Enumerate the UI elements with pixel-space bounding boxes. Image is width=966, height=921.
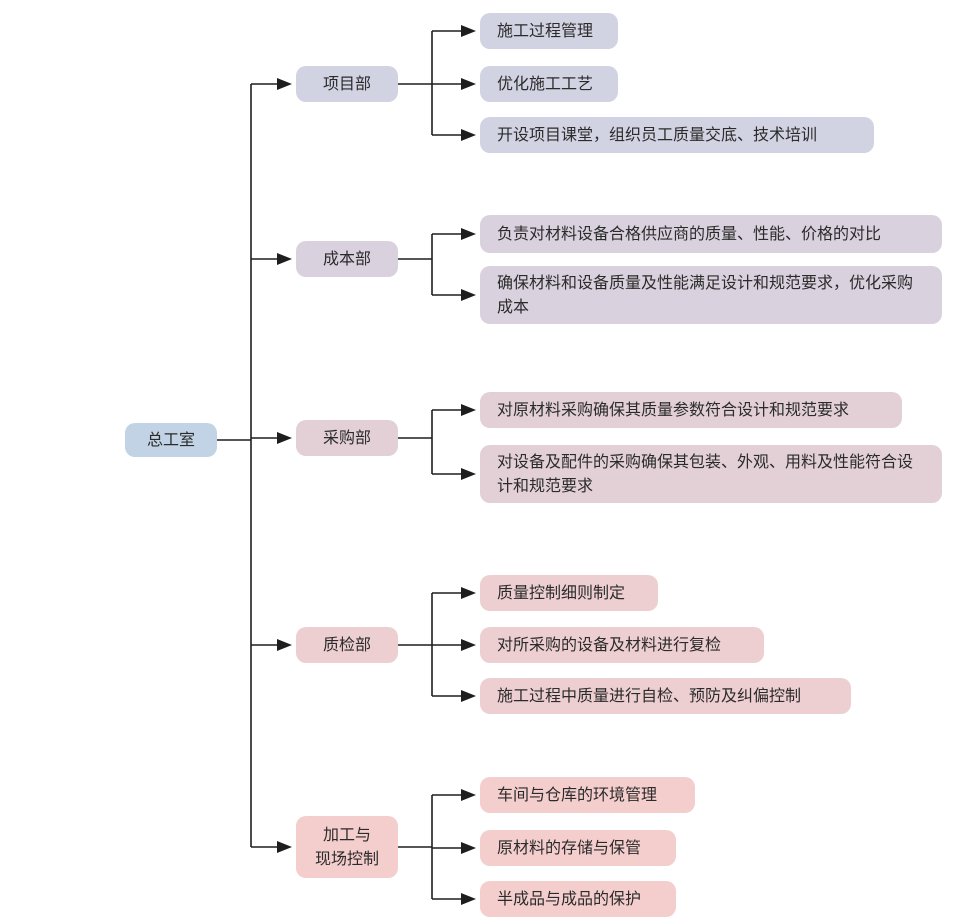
dept-label: 质检部 <box>322 635 371 654</box>
dept-label: 项目部 <box>322 74 371 93</box>
task-label: 确保材料和设备质量及性能满足设计和规范要求，优化采购成本 <box>497 273 914 316</box>
arrowhead <box>277 253 292 265</box>
arrowhead <box>277 841 292 853</box>
task-label: 车间与仓库的环境管理 <box>497 785 658 804</box>
arrowhead <box>461 78 476 90</box>
arrowhead <box>461 587 476 599</box>
task-node[interactable]: 优化施工工艺 <box>480 66 618 102</box>
task-node[interactable]: 车间与仓库的环境管理 <box>480 777 695 813</box>
arrowhead <box>461 289 476 301</box>
arrowhead <box>461 639 476 651</box>
task-label: 施工过程中质量进行自检、预防及纠偏控制 <box>497 686 802 705</box>
task-node[interactable]: 质量控制细则制定 <box>480 575 658 611</box>
task-node[interactable]: 半成品与成品的保护 <box>480 881 676 917</box>
task-node[interactable]: 对所采购的设备及材料进行复检 <box>480 627 764 663</box>
arrowhead <box>277 639 292 651</box>
task-node[interactable]: 施工过程中质量进行自检、预防及纠偏控制 <box>480 678 851 714</box>
task-node[interactable]: 负责对材料设备合格供应商的质量、性能、价格的对比 <box>480 215 942 253</box>
dept-node-quality-inspection[interactable]: 质检部 <box>296 627 398 663</box>
dept-label: 加工与 现场控制 <box>314 825 379 868</box>
arrowhead <box>461 468 476 480</box>
dept-node-processing-site-control[interactable]: 加工与 现场控制 <box>296 816 398 878</box>
task-label: 原材料的存储与保管 <box>497 838 642 857</box>
arrowhead <box>461 228 476 240</box>
task-label: 施工过程管理 <box>497 21 594 40</box>
task-node[interactable]: 施工过程管理 <box>480 13 618 49</box>
arrowhead <box>277 432 292 444</box>
task-label: 对设备及配件的采购确保其包装、外观、用料及性能符合设计和规范要求 <box>497 452 914 495</box>
dept-node-cost[interactable]: 成本部 <box>296 241 398 277</box>
task-node[interactable]: 对原材料采购确保其质量参数符合设计和规范要求 <box>480 392 902 428</box>
arrowhead <box>461 789 476 801</box>
task-node[interactable]: 开设项目课堂，组织员工质量交底、技术培训 <box>480 117 874 153</box>
task-label: 对原材料采购确保其质量参数符合设计和规范要求 <box>497 400 850 419</box>
arrowhead <box>461 129 476 141</box>
task-label: 开设项目课堂，组织员工质量交底、技术培训 <box>497 125 818 144</box>
task-node[interactable]: 对设备及配件的采购确保其包装、外观、用料及性能符合设计和规范要求 <box>480 445 942 503</box>
task-node[interactable]: 原材料的存储与保管 <box>480 830 676 866</box>
arrowhead <box>461 25 476 37</box>
dept-node-purchasing[interactable]: 采购部 <box>296 420 398 456</box>
task-label: 负责对材料设备合格供应商的质量、性能、价格的对比 <box>497 224 882 243</box>
root-label: 总工室 <box>146 430 195 449</box>
task-label: 对所采购的设备及材料进行复检 <box>497 635 722 654</box>
arrowhead <box>461 690 476 702</box>
task-label: 半成品与成品的保护 <box>497 889 642 908</box>
arrowhead <box>461 893 476 905</box>
task-label: 优化施工工艺 <box>497 74 594 93</box>
arrowhead <box>277 78 292 90</box>
arrowhead <box>461 842 476 854</box>
task-node[interactable]: 确保材料和设备质量及性能满足设计和规范要求，优化采购成本 <box>480 266 942 324</box>
task-label: 质量控制细则制定 <box>497 583 626 602</box>
dept-label: 成本部 <box>322 249 371 268</box>
arrowhead <box>461 404 476 416</box>
root-node-general-office[interactable]: 总工室 <box>125 423 217 457</box>
dept-node-project[interactable]: 项目部 <box>296 66 398 102</box>
dept-label: 采购部 <box>322 428 371 447</box>
